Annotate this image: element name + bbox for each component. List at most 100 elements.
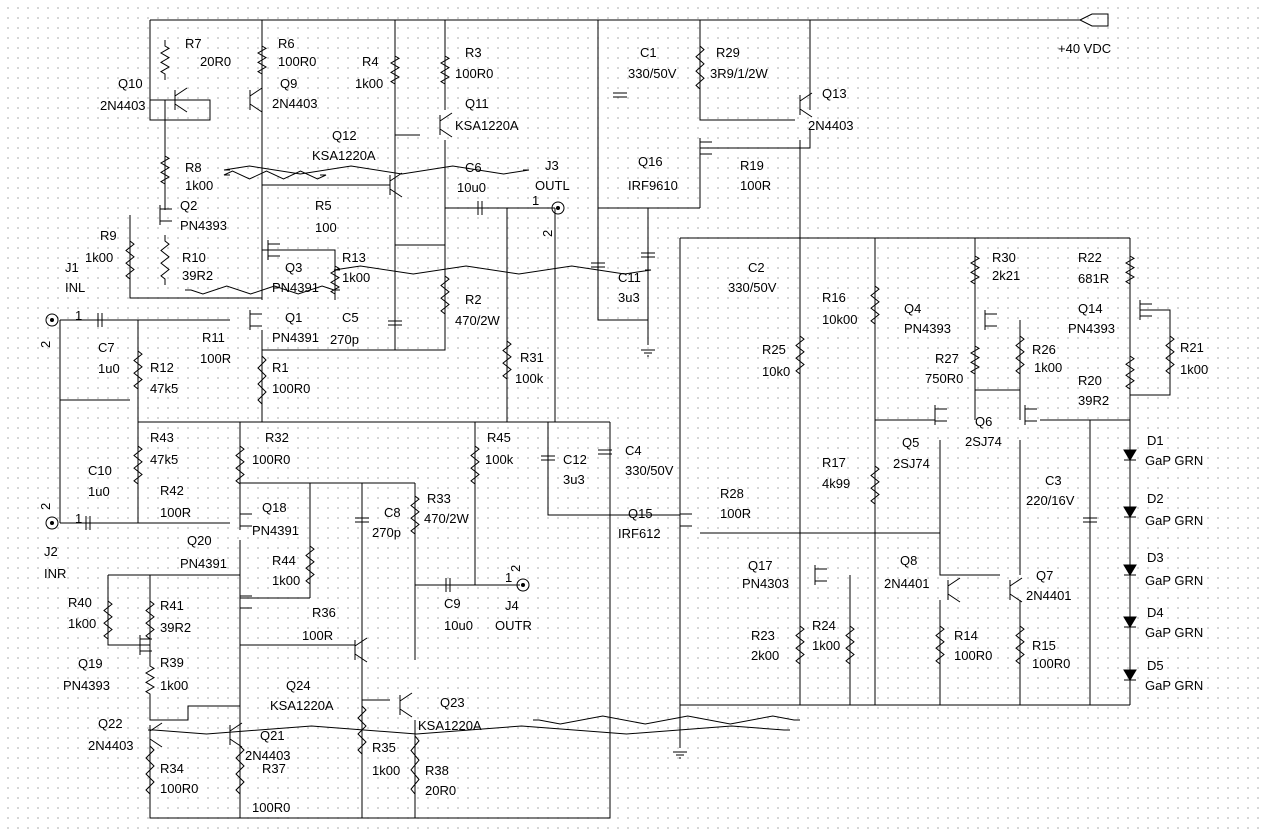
component-value: 3u3 [618, 290, 640, 305]
capacitor-body [1083, 517, 1097, 523]
component-value: PN4391 [252, 523, 299, 538]
component-value: 100R0 [455, 66, 493, 81]
component-ref: R23 [751, 628, 775, 643]
capacitor-body [641, 252, 655, 258]
resistor-body [235, 740, 245, 800]
component-ref: R21 [1180, 340, 1204, 355]
component-value: 1k00 [372, 763, 400, 778]
component-value: 1k00 [85, 250, 113, 265]
fet-body [239, 592, 252, 612]
component-ref: R4 [362, 54, 379, 69]
fet-body [1139, 300, 1152, 320]
capacitor-body [97, 313, 103, 327]
component-value: 330/50V [728, 280, 777, 295]
fet-body [679, 510, 692, 530]
resistor-body [160, 235, 170, 285]
capacitor-body [477, 201, 483, 215]
component-ref: Q8 [900, 553, 917, 568]
component-ref: R2 [465, 292, 482, 307]
component-value: 2N4403 [245, 748, 291, 763]
transistor-body [249, 87, 263, 113]
component-value: 1k00 [342, 270, 370, 285]
component-ref: C10 [88, 463, 112, 478]
component-value: 2N4403 [100, 98, 146, 113]
component-ref: R22 [1078, 250, 1102, 265]
component-ref: R33 [427, 491, 451, 506]
connector-name: OUTL [535, 178, 570, 193]
pin-number: 2 [508, 565, 523, 572]
transistor-body [229, 722, 243, 748]
labels: +40 VDC R720R0R6100R0Q102N4403Q92N4403R4… [38, 36, 1208, 815]
component-value: 470/2W [455, 313, 501, 328]
resistor-body [970, 250, 980, 290]
component-ref: R45 [487, 430, 511, 445]
component-value: 20R0 [200, 54, 231, 69]
component-value: 20R0 [425, 783, 456, 798]
component-value: 10u0 [457, 180, 486, 195]
jack-ring [551, 201, 565, 215]
component-ref: Q15 [628, 506, 653, 521]
resistor-body [845, 620, 855, 670]
transistor-body [1009, 577, 1023, 603]
resistor-body [185, 285, 340, 295]
component-ref: R1 [272, 360, 289, 375]
component-value: GaP GRN [1145, 573, 1203, 588]
component-value: 270p [330, 332, 359, 347]
component-ref: R40 [68, 595, 92, 610]
component-value: KSA1220A [270, 698, 334, 713]
component-value: 10k00 [822, 312, 857, 327]
component-value: PN4393 [63, 678, 110, 693]
component-value: 750R0 [925, 371, 963, 386]
component-symbols [45, 13, 1175, 800]
jack-pin [556, 206, 560, 210]
fet-body [984, 310, 997, 330]
component-ref: C12 [563, 452, 587, 467]
wire [149, 99, 211, 121]
component-ref: D1 [1147, 433, 1164, 448]
jack-pin [50, 318, 54, 322]
component-ref: C1 [640, 45, 657, 60]
component-value: GaP GRN [1145, 625, 1203, 640]
component-value: PN4391 [272, 330, 319, 345]
component-ref: Q21 [260, 728, 285, 743]
component-value: 100R0 [252, 800, 290, 815]
component-value: 10u0 [444, 618, 473, 633]
component-ref: R25 [762, 342, 786, 357]
resistor-body [935, 620, 945, 670]
component-value: GaP GRN [1145, 513, 1203, 528]
capacitor-body [613, 92, 627, 98]
component-ref: R31 [520, 350, 544, 365]
component-value: 2N4403 [88, 738, 134, 753]
component-ref: R39 [160, 655, 184, 670]
supply-label: +40 VDC [1058, 41, 1111, 56]
component-ref: Q13 [822, 86, 847, 101]
component-value: 100R0 [252, 452, 290, 467]
resistor-body [148, 725, 790, 735]
component-value: 100R [740, 178, 771, 193]
pin-number: 2 [38, 341, 53, 348]
component-value: 47k5 [150, 381, 178, 396]
component-value: 1k00 [68, 616, 96, 631]
connector-name: INL [65, 280, 85, 295]
component-ref: Q3 [285, 260, 302, 275]
component-ref: R30 [992, 250, 1016, 265]
component-value: 330/50V [628, 66, 677, 81]
capacitor-body [598, 449, 612, 455]
resistor-body [125, 235, 135, 285]
component-value: 1k00 [1180, 362, 1208, 377]
component-ref: Q24 [286, 678, 311, 693]
resistor-body [533, 715, 800, 725]
component-value: 100R0 [1032, 656, 1070, 671]
component-ref: R11 [202, 330, 225, 345]
component-ref: D4 [1147, 605, 1164, 620]
component-value: 3u3 [563, 472, 585, 487]
fet-body [1024, 405, 1037, 425]
resistor-body [440, 270, 450, 320]
component-value: 2N4403 [808, 118, 854, 133]
supply-terminal [1078, 13, 1109, 27]
component-ref: R8 [185, 160, 202, 175]
component-ref: Q16 [638, 154, 663, 169]
pin-number: 2 [38, 503, 53, 510]
resistor-body [870, 460, 880, 510]
fet-body [159, 205, 172, 225]
